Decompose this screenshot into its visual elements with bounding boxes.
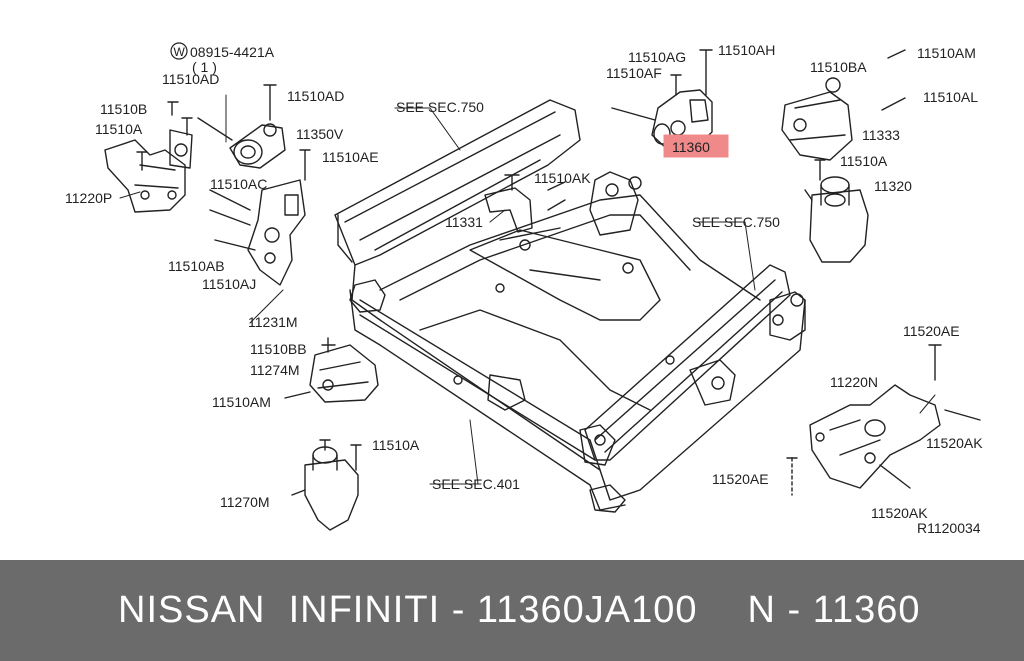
label-11510AJ: 11510AJ	[202, 276, 256, 292]
label-11320: 11320	[874, 178, 912, 194]
label-11520AK-b: 11520AK	[871, 505, 928, 521]
label-08915-4421A: 08915-4421A	[190, 44, 275, 60]
label-11510AM-b: 11510AM	[917, 45, 976, 61]
washer-symbol: W	[174, 45, 186, 59]
bracket-11220N	[786, 344, 981, 496]
label-11220N: 11220N	[830, 374, 878, 390]
label-08915-qty: ( 1 )	[192, 59, 217, 75]
label-11510A-b: 11510A	[372, 437, 420, 453]
label-11510B: 11510B	[100, 101, 147, 117]
label-11231M: 11231M	[248, 314, 298, 330]
subframe-crossmember	[334, 99, 806, 513]
label-11510AL: 11510AL	[923, 89, 978, 105]
mount-11350V	[197, 84, 286, 169]
parts-diagram: W 08915-4421A ( 1 ) 11510AD 11510AD 1151…	[65, 42, 983, 536]
label-11510BA: 11510BA	[810, 59, 867, 75]
label-ref-R1120034: R1120034	[917, 520, 981, 536]
bracket-11331	[484, 174, 566, 233]
label-11510AK: 11510AK	[534, 170, 591, 186]
label-11510A-a: 11510A	[95, 121, 143, 137]
label-11333: 11333	[862, 127, 900, 143]
highlight-11360	[663, 134, 729, 158]
label-11510A-c: 11510A	[840, 153, 888, 169]
label-11520AK-a: 11520AK	[926, 435, 983, 451]
mount-11320	[804, 159, 869, 263]
label-11350V: 11350V	[296, 126, 344, 142]
label-11520AE-b: 11520AE	[712, 471, 769, 487]
mount-11274M	[284, 337, 379, 403]
label-11510AH: 11510AH	[718, 42, 775, 58]
label-11510AD-a: 11510AD	[162, 71, 219, 87]
label-11510AE: 11510AE	[322, 149, 379, 165]
label-11270M: 11270M	[220, 494, 270, 510]
label-11520AE-a: 11520AE	[903, 323, 960, 339]
label-11510AB: 11510AB	[168, 258, 225, 274]
bracket-11220P	[104, 101, 193, 213]
mount-11270M	[291, 439, 362, 531]
part-labels: 08915-4421A ( 1 ) 11510AD 11510AD 11510B…	[65, 42, 983, 536]
label-11360: 11360	[672, 139, 710, 155]
label-11510AG: 11510AG	[628, 49, 686, 65]
label-11510AD-b: 11510AD	[287, 88, 344, 104]
label-see-sec-401: SEE SEC.401	[432, 476, 520, 492]
label-11331: 11331	[445, 214, 483, 230]
label-11510AF: 11510AF	[606, 65, 662, 81]
bracket-11231M	[209, 149, 311, 286]
label-11274M: 11274M	[250, 362, 300, 378]
label-11510AC: 11510AC	[210, 176, 267, 192]
label-see-sec-750-a: SEE SEC.750	[396, 99, 484, 115]
mount-11333	[781, 49, 906, 161]
label-11510AM-a: 11510AM	[212, 394, 271, 410]
footer-title: NISSAN INFINITI - 11360JA100	[118, 589, 698, 631]
footer-code: N - 11360	[747, 589, 921, 631]
footer-banner: NISSAN INFINITI - 11360JA100 N - 11360	[0, 560, 1024, 661]
label-see-sec-750-b: SEE SEC.750	[692, 214, 780, 230]
leader-lines	[119, 107, 936, 485]
bracket-11360-area	[611, 49, 713, 151]
washer-icon	[170, 42, 188, 60]
label-11510BB: 11510BB	[250, 341, 307, 357]
label-11220P: 11220P	[65, 190, 112, 206]
